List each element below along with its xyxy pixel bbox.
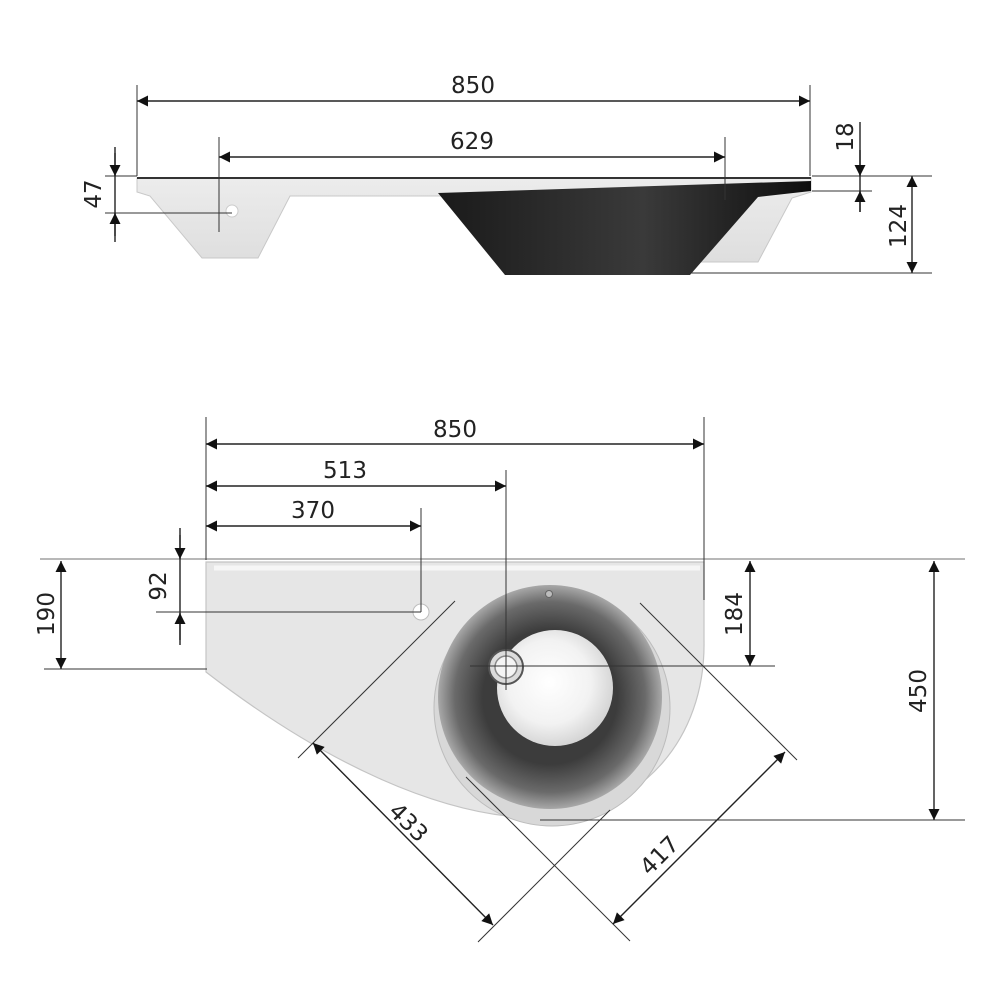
top-total-depth-label: 450 bbox=[906, 669, 932, 713]
top-view: 850 513 370 92 190 184 450 433 417 bbox=[34, 417, 965, 943]
side-bowl-width-label: 629 bbox=[450, 129, 494, 155]
top-dim-diagonal-b-line bbox=[612, 751, 786, 925]
side-bowl bbox=[438, 181, 811, 275]
top-drain-offset-label: 513 bbox=[323, 458, 367, 484]
side-slab-height-label: 47 bbox=[81, 179, 107, 208]
side-view: 850 629 47 18 124 bbox=[81, 73, 932, 275]
top-left-depth-label: 190 bbox=[34, 592, 60, 636]
side-tap-hole bbox=[225, 204, 239, 218]
top-dim-diagonal-a-line bbox=[312, 742, 494, 926]
top-diagonal-a-label: 433 bbox=[383, 798, 432, 847]
side-overall-width-label: 850 bbox=[451, 73, 495, 99]
top-tap-offset-label: 370 bbox=[291, 498, 335, 524]
top-diagonal-b-label: 417 bbox=[635, 831, 684, 880]
side-total-height-label: 124 bbox=[886, 204, 912, 248]
bowl-inner bbox=[497, 630, 613, 746]
side-rim-thickness-label: 18 bbox=[833, 122, 859, 151]
top-tap-depth-label: 92 bbox=[146, 571, 172, 600]
overflow-hole bbox=[545, 590, 553, 598]
top-overall-width-label: 850 bbox=[433, 417, 477, 443]
top-drain-depth-label: 184 bbox=[722, 592, 748, 636]
